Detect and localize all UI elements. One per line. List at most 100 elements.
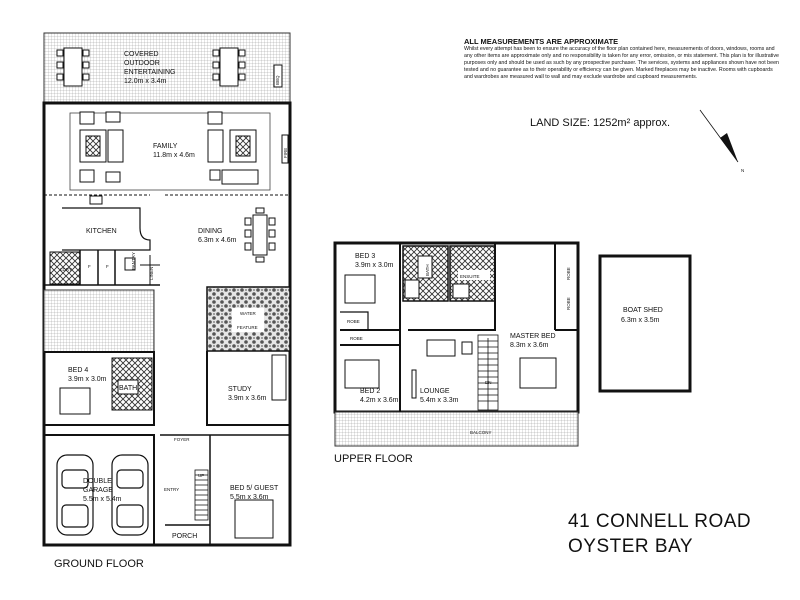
family-label: FAMILY — [153, 143, 178, 150]
kitchen-sink — [89, 195, 103, 205]
outdoor-table-right — [212, 47, 246, 87]
dining-label: DINING — [198, 228, 223, 235]
garage-size: 5.5m x 5.4m — [83, 496, 122, 503]
upper-bath-vanity — [404, 279, 420, 299]
dining-size: 6.3m x 4.6m — [198, 237, 237, 244]
ensuite-label: ENSUITE — [460, 274, 480, 279]
fire-label: FIRE — [283, 148, 288, 158]
bbq — [273, 64, 283, 88]
boat-shed-walls — [598, 254, 692, 393]
foyer-label: FOYER — [174, 437, 190, 442]
lounge-sofa — [426, 339, 456, 357]
upper-internal-walls — [340, 243, 578, 412]
outdoor-table-left — [56, 47, 90, 87]
boat-shed-size: 6.3m x 3.5m — [621, 317, 660, 324]
address-line-2: OYSTER BAY — [568, 536, 693, 557]
study-label: STUDY — [228, 386, 252, 393]
bed4-walls — [44, 351, 155, 426]
master-bed — [519, 357, 557, 389]
balcony-label: BALCONY — [470, 430, 492, 435]
balcony — [334, 411, 579, 447]
ground-stairs — [194, 469, 209, 521]
address-line-1: 41 CONNELL ROAD — [568, 511, 751, 532]
robe-label-1: ROBE — [347, 319, 360, 324]
family-sofa-left — [79, 111, 124, 183]
water-label: WATER — [240, 311, 256, 316]
bed3-size: 3.9m x 3.0m — [355, 262, 394, 269]
north-arrow-icon: N — [699, 109, 744, 173]
bath-label-bg — [117, 379, 139, 395]
porch-label: PORCH — [172, 533, 197, 540]
disclaimer-text: Whilst every attempt has been to ensure … — [464, 46, 779, 80]
bed3-label: BED 3 — [355, 253, 375, 260]
stairs-up-label: UP — [198, 473, 204, 478]
bed2-bed — [344, 359, 380, 389]
disclaimer-heading: ALL MEASUREMENTS ARE APPROXIMATE — [464, 37, 619, 46]
outdoor-label-2: OUTDOOR — [124, 60, 160, 67]
outdoor-size: 12.0m x 3.4m — [124, 78, 167, 85]
cupboard-f1: F — [88, 264, 91, 269]
bed4-label: BED 4 — [68, 367, 88, 374]
bed3-bed — [344, 274, 376, 304]
linen-label: LINEN — [149, 267, 154, 280]
bed4-size: 3.9m x 3.0m — [68, 376, 107, 383]
robe-label-4: ROBE — [566, 297, 571, 310]
left-courtyard — [43, 289, 155, 353]
lounge-unit — [411, 369, 417, 399]
bed5-bed — [234, 499, 274, 539]
bath-label: BATH — [119, 385, 137, 392]
upper-floor-title: UPPER FLOOR — [334, 453, 413, 465]
robe-walls — [340, 311, 369, 330]
bed5-size: 5.5m x 3.6m — [230, 494, 269, 501]
fireplace — [281, 134, 289, 164]
master-bed-size: 8.3m x 3.6m — [510, 342, 549, 349]
ensuite-label-bg — [458, 270, 490, 280]
ground-outer-walls — [42, 101, 292, 547]
family-sofa-right — [207, 111, 259, 185]
ensuite-vanity — [452, 283, 470, 299]
lounge-size: 5.4m x 3.3m — [420, 397, 459, 404]
boat-shed: BOAT SHED 6.3m x 3.5m — [598, 254, 692, 393]
entry-label: ENTRY — [164, 487, 179, 492]
lounge-chair — [461, 341, 473, 355]
upper-floor-plan: BED 3 3.9m x 3.0m BATH ENSUITE ROBE ROBE… — [333, 241, 580, 465]
upper-stairs — [477, 334, 499, 411]
study-desk — [271, 354, 287, 401]
bbq-label: BBQ — [275, 75, 280, 85]
feature-label: FEATURE — [237, 325, 258, 330]
ground-floor-title: GROUND FLOOR — [54, 558, 144, 570]
robe-label-2: ROBE — [350, 336, 363, 341]
family-rug — [69, 112, 271, 191]
outdoor-label-3: ENTERTAINING — [124, 69, 175, 76]
ground-floor-plan: COVERED OUTDOOR ENTERTAINING 12.0m x 3.4… — [42, 32, 292, 570]
robe-label-3: ROBE — [566, 267, 571, 280]
linen-walls — [140, 255, 160, 285]
master-bed-label: MASTER BED — [510, 333, 556, 340]
bed5-label: BED 5/ GUEST — [230, 485, 279, 492]
outdoor-label: COVERED — [124, 51, 159, 58]
garage-cars — [56, 454, 149, 536]
bed2-size: 4.2m x 3.6m — [360, 397, 399, 404]
lounge-label: LOUNGE — [420, 388, 450, 395]
bed2-label: BED 2 — [360, 388, 380, 395]
dining-table — [244, 207, 276, 263]
bed4-bed — [59, 387, 91, 415]
north-label: N — [741, 168, 744, 173]
upper-bath-label-bg — [417, 255, 433, 279]
water-feature-label-bg — [232, 308, 264, 332]
entry-walls — [160, 434, 290, 545]
fridge — [124, 257, 136, 271]
cupboard-f2: F — [106, 264, 109, 269]
study-size: 3.9m x 3.6m — [228, 395, 267, 402]
boat-shed-label: BOAT SHED — [623, 307, 663, 314]
study-walls — [206, 351, 290, 426]
family-size: 11.8m x 4.6m — [153, 152, 195, 159]
garage-label: DOUBLE — [83, 478, 112, 485]
service-walls — [44, 250, 160, 286]
upper-bath-label: BATH — [425, 264, 430, 276]
garage-walls — [44, 434, 155, 545]
laundry-label: LDRY — [60, 267, 72, 272]
kitchen-label: KITCHEN — [86, 228, 117, 235]
